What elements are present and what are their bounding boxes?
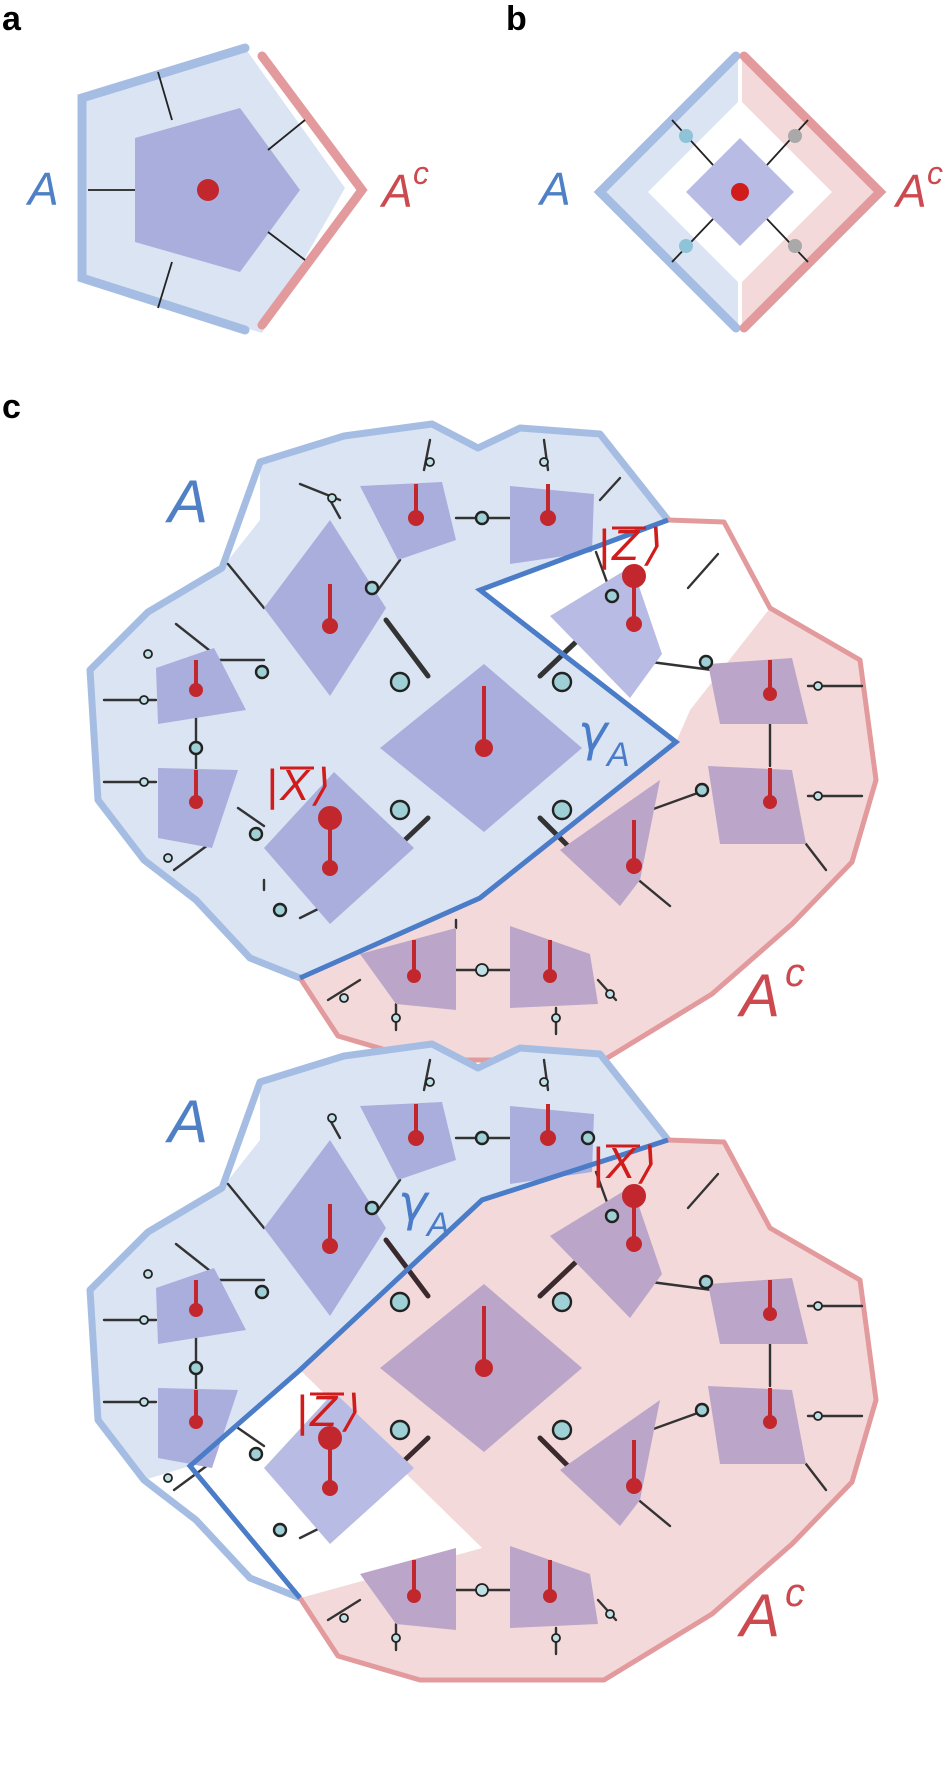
- top-ket-x-close: ⟩: [310, 761, 327, 810]
- top-bulk-markers: [189, 484, 777, 983]
- panel-b-node-br: [788, 239, 802, 253]
- panel-a-legs: [88, 71, 306, 309]
- bottom-cut-gamma-a: [186, 1137, 669, 1600]
- bottom-ket-z: | Z ⟩: [296, 1387, 357, 1436]
- bottom-tensor-top-r: [510, 1106, 594, 1184]
- bottom-small-nodes: [139, 1077, 823, 1643]
- top-label-gamma: γ: [578, 704, 610, 762]
- top-ket-x-open: |: [266, 761, 277, 810]
- panel-b-letter: b: [506, 0, 527, 38]
- panel-a-bulk-qubit: [197, 179, 219, 201]
- top-tensor-right-u: [708, 658, 808, 724]
- panel-b-boundary-a: [593, 51, 741, 333]
- bottom-ket-x-open: |: [592, 1139, 603, 1188]
- panel-b-legs: [671, 119, 809, 263]
- top-ket-z-close: ⟩: [642, 521, 659, 570]
- top-tensors-purple: [360, 658, 808, 1010]
- panel-b-label-a: A: [537, 163, 571, 215]
- bottom-tensor-right-l: [708, 1386, 806, 1464]
- top-region-a: [90, 424, 676, 978]
- bottom-ket-z-open: |: [296, 1387, 307, 1436]
- panel-a-label-a: A: [25, 163, 59, 215]
- panel-b-bulk-qubit: [731, 183, 749, 201]
- bottom-tensor-right-u: [708, 1278, 808, 1344]
- bottom-tensor-ll: [264, 1392, 414, 1544]
- bottom-bulk-markers: [189, 1104, 777, 1603]
- top-tensor-lr: [560, 780, 660, 906]
- panel-b: b A A c: [506, 0, 943, 333]
- bottom-label-ac-sup: c: [785, 1571, 805, 1615]
- panel-c-bottom: A A c γ A | X ⟩ | Z ⟩: [86, 1040, 879, 1683]
- bottom-label-gamma: γ: [398, 1174, 430, 1232]
- panel-c-letter: c: [2, 388, 21, 426]
- top-label-ac: A: [737, 962, 780, 1029]
- panel-a-boundary-a: [77, 43, 250, 335]
- panel-a-label-ac: A: [379, 165, 413, 217]
- top-label-ac-sup: c: [785, 951, 805, 995]
- top-nodes: [188, 510, 714, 918]
- top-ket-z: | Z ⟩: [598, 521, 659, 570]
- bottom-ket-x: | X ⟩: [592, 1139, 653, 1188]
- top-label-a: A: [165, 468, 208, 535]
- panel-a-boundary-ac: [257, 51, 368, 330]
- panel-a: a A A c: [2, 0, 429, 335]
- bottom-label-ac: A: [737, 1582, 780, 1649]
- bottom-boundary-ac: [297, 1137, 879, 1683]
- bottom-label-a: A: [165, 1088, 208, 1155]
- panel-a-letter: a: [2, 0, 22, 38]
- panel-b-node-tl: [679, 129, 693, 143]
- bottom-label-gamma-sub: A: [425, 1206, 450, 1244]
- top-boundary-a: [86, 420, 671, 982]
- top-cut-gamma-a: [298, 517, 681, 981]
- top-ket-z-open: |: [598, 521, 609, 570]
- bottom-region-ac: [300, 1140, 876, 1680]
- top-label-gamma-sub: A: [605, 736, 630, 774]
- bottom-nodes: [188, 1130, 714, 1538]
- panel-c-top: A A c γ A | Z ⟩ | X ⟩: [86, 420, 879, 1063]
- top-ket-x: | X ⟩: [266, 761, 327, 810]
- bottom-ket-x-close: ⟩: [636, 1139, 653, 1188]
- panel-b-label-ac: A: [893, 165, 927, 217]
- panel-a-label-ac-sup: c: [413, 155, 429, 191]
- panel-b-node-tr: [788, 129, 802, 143]
- panel-b-boundary-ac: [739, 51, 887, 333]
- panel-b-node-bl: [679, 239, 693, 253]
- bottom-ket-z-close: ⟩: [340, 1387, 357, 1436]
- top-small-nodes: [139, 457, 823, 1023]
- bottom-boundary-a: [86, 1040, 671, 1602]
- panel-b-label-ac-sup: c: [927, 155, 943, 191]
- bottom-tensor-lr: [560, 1400, 660, 1526]
- top-tensor-right-l: [708, 766, 806, 844]
